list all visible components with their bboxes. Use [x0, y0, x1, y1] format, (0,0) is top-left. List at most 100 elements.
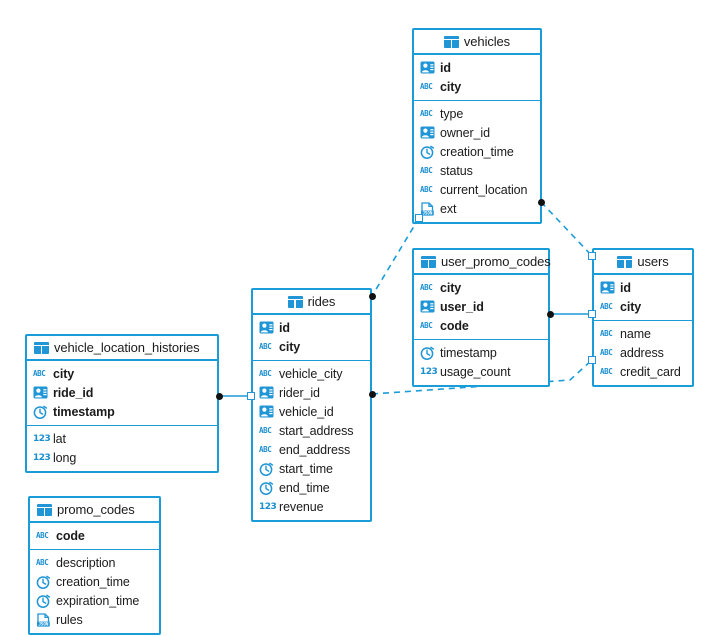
table-title: vehicles — [463, 34, 511, 49]
svg-text:JSON: JSON — [38, 621, 48, 626]
abc-text-icon: ABC — [420, 108, 433, 118]
column-name: user_id — [440, 299, 484, 314]
column-name: revenue — [279, 499, 324, 514]
id-badge-icon — [259, 321, 274, 335]
123-number-icon: 123 — [259, 501, 277, 512]
column-row[interactable]: timestamp — [414, 343, 548, 362]
abc-text-icon: ABC — [420, 320, 433, 330]
primary-key-row[interactable]: ride_id — [27, 383, 217, 402]
abc-text-icon: ABC — [36, 530, 49, 540]
clock-icon — [259, 481, 274, 495]
column-row[interactable]: expiration_time — [30, 591, 159, 610]
column-name: expiration_time — [56, 593, 140, 608]
table-header-promo_codes[interactable]: promo_codes — [30, 498, 159, 523]
primary-key-row[interactable]: id — [414, 58, 540, 77]
column-name: city — [440, 79, 462, 94]
table-grid-icon — [443, 35, 459, 48]
123-number-icon: 123 — [420, 366, 438, 377]
primary-key-row[interactable]: id — [253, 318, 370, 337]
column-row[interactable]: start_time — [253, 459, 370, 478]
table-header-rides[interactable]: rides — [253, 290, 370, 315]
column-name: city — [440, 280, 462, 295]
abc-text-icon: ABC — [259, 444, 272, 454]
column-name: long — [53, 450, 77, 465]
relationship-one-endpoint — [588, 252, 596, 260]
column-row[interactable]: owner_id — [414, 123, 540, 142]
id-badge-icon — [420, 126, 435, 140]
column-name: id — [440, 60, 451, 75]
table-title: vehicle_location_histories — [54, 340, 200, 355]
abc-text-icon: ABC — [600, 328, 613, 338]
column-name: id — [279, 320, 290, 335]
clock-icon — [36, 594, 51, 608]
column-row[interactable]: rider_id — [253, 383, 370, 402]
relationship-one-endpoint — [588, 356, 596, 364]
id-badge-icon — [259, 386, 274, 400]
id-badge-icon — [259, 405, 274, 419]
column-row[interactable]: creation_time — [30, 572, 159, 591]
column-row[interactable]: creation_time — [414, 142, 540, 161]
abc-text-icon: ABC — [33, 368, 46, 378]
column-name: description — [56, 555, 116, 570]
column-row[interactable]: ABC description — [30, 553, 159, 572]
table-grid-icon — [34, 341, 49, 354]
column-name: timestamp — [53, 404, 115, 419]
primary-key-row[interactable]: id — [594, 278, 692, 297]
table-header-vehicle_location_histories[interactable]: vehicle_location_histories — [27, 336, 217, 361]
table-header-user_promo_codes[interactable]: user_promo_codes — [414, 250, 551, 275]
table-grid-icon — [617, 255, 633, 268]
table-header-vehicles[interactable]: vehicles — [414, 30, 540, 55]
abc-text-icon: ABC — [600, 366, 613, 376]
column-name: start_address — [279, 423, 354, 438]
relationship-many-endpoint — [537, 198, 545, 206]
primary-key-row[interactable]: user_id — [414, 297, 548, 316]
table-grid-icon — [421, 255, 436, 268]
clock-icon — [259, 462, 274, 476]
relationship-many-endpoint — [215, 392, 223, 400]
table-grid-icon — [37, 503, 52, 516]
clock-icon — [36, 575, 51, 589]
table-grid-icon — [287, 295, 303, 308]
relationship-many-endpoint — [368, 292, 376, 300]
abc-text-icon: ABC — [600, 301, 613, 311]
abc-text-icon: ABC — [36, 557, 49, 567]
primary-key-row[interactable]: timestamp — [27, 402, 217, 421]
table-header-users[interactable]: users — [594, 250, 692, 275]
column-name: city — [279, 339, 301, 354]
column-row[interactable]: end_time — [253, 478, 370, 497]
column-row[interactable]: vehicle_id — [253, 402, 370, 421]
